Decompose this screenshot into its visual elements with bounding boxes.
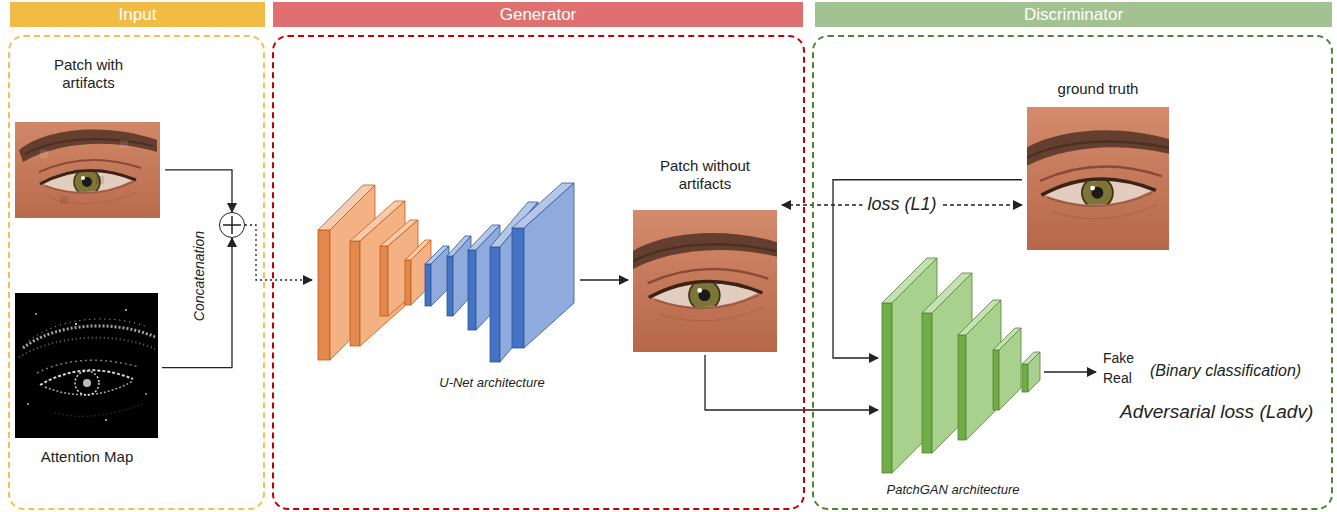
connector <box>705 355 878 410</box>
attention-map-image <box>75 323 77 325</box>
image-caption: ground truth <box>1022 80 1174 98</box>
edge-label: loss (L1) <box>862 194 941 216</box>
unet-encoder-layers <box>411 240 431 305</box>
patchgan-network: PatchGAN architecture <box>878 250 1045 500</box>
attention-map-image <box>23 326 155 348</box>
edge-label-anchor: loss (L1) <box>862 194 941 216</box>
unet-decoder-layers <box>512 228 524 348</box>
unet-decoder-layers <box>447 256 453 316</box>
eye-photo-with-artifacts <box>96 176 104 184</box>
eye-photo-with-artifacts <box>40 150 48 158</box>
unet-decoder-layers <box>490 247 500 362</box>
connector <box>833 180 1022 358</box>
panel-header: Discriminator <box>815 2 1332 27</box>
unet-network: U-Net architecture <box>312 180 580 395</box>
label-anchor: Real <box>1103 370 1132 387</box>
attention-map-image <box>75 371 99 395</box>
concatenation-plus <box>223 216 241 234</box>
image-patch: Patch with artifacts <box>12 40 165 222</box>
patchgan-layers <box>999 328 1021 410</box>
output-arrow <box>1044 371 1096 372</box>
unet-encoder-layers <box>318 230 330 360</box>
concatenation-plus <box>223 216 241 234</box>
patchgan-layers <box>993 350 999 410</box>
attention-map-image <box>145 393 147 395</box>
generator-panel: GeneratorU-Net architecturePatch without… <box>272 35 805 510</box>
input-panel: InputPatch with artifactsAttention MapCo… <box>8 35 265 510</box>
eye-photo-ground-truth <box>1012 107 1185 250</box>
attention-map-image <box>83 379 91 387</box>
unet-decoder-layers <box>431 246 449 306</box>
patchgan-layers <box>966 300 1001 440</box>
unet-decoder-layers <box>524 183 574 348</box>
attention-map-image <box>105 419 107 421</box>
annotation: (Binary classification) <box>1150 361 1301 380</box>
attention-map-image <box>19 338 155 357</box>
connector <box>580 279 628 280</box>
loss-label: Adversarial loss (Ladv) <box>1120 401 1313 424</box>
architecture-label: PatchGAN architecture <box>868 482 1038 498</box>
image-patch: Attention Map <box>12 290 162 475</box>
connector <box>165 170 232 212</box>
attention-map-image <box>35 313 37 315</box>
architecture-label: U-Net architecture <box>417 375 567 391</box>
label-anchor: (Binary classification) <box>1150 361 1301 380</box>
unet-decoder-layers <box>425 183 574 362</box>
output-arrow <box>1044 372 1096 373</box>
patchgan-layers <box>882 258 1040 473</box>
image-caption: Patch without artifacts <box>645 157 765 193</box>
class-label: Real <box>1103 370 1132 387</box>
eye-photo-ground-truth <box>1012 107 1185 250</box>
unet-decoder-layers <box>468 250 476 330</box>
image-patch: ground truth <box>1022 80 1174 252</box>
unet-decoder-layers <box>425 264 431 306</box>
discriminator-panel: Discriminatorground truthPatchGAN archit… <box>812 35 1333 510</box>
image-caption: Patch with artifacts <box>33 56 144 92</box>
attention-map-image <box>27 403 29 405</box>
attention-map-image <box>55 403 145 416</box>
eye-photo-with-artifacts <box>120 140 128 148</box>
image-patch: Patch without artifacts <box>628 155 782 355</box>
connector <box>245 225 312 280</box>
label-anchor: Adversarial loss (Ladv) <box>1120 401 1313 424</box>
eye-photo-output <box>619 210 791 352</box>
class-label: Fake <box>1103 350 1134 367</box>
eye-photo-output <box>619 210 791 352</box>
eye-photo-with-artifacts <box>60 196 68 204</box>
attention-map-image <box>125 309 127 311</box>
patchgan-layers <box>882 303 892 473</box>
patchgan-layers <box>1028 352 1040 392</box>
image-caption: Attention Map <box>12 448 162 466</box>
unet-encoder-layers <box>380 246 388 316</box>
label-anchor: Fake <box>1103 350 1134 367</box>
patchgan-layers <box>922 313 932 453</box>
eye-photo-with-artifacts <box>15 110 160 230</box>
panel-header: Input <box>10 2 265 27</box>
concatenation-circle: Concatenation <box>219 212 245 238</box>
patchgan-layers <box>958 335 966 440</box>
attention-map-image <box>29 319 147 341</box>
unet-encoder-layers <box>318 185 431 360</box>
panel-header: Generator <box>273 2 803 27</box>
patchgan-layers <box>892 258 937 473</box>
attention-map-image <box>15 293 158 438</box>
attention-map-image <box>15 293 158 438</box>
patchgan-layers <box>1022 364 1028 392</box>
eye-photo-with-artifacts <box>15 110 160 230</box>
operation-label: Concatenation <box>190 221 208 331</box>
unet-encoder-layers <box>350 241 360 346</box>
unet-encoder-layers <box>405 260 411 305</box>
